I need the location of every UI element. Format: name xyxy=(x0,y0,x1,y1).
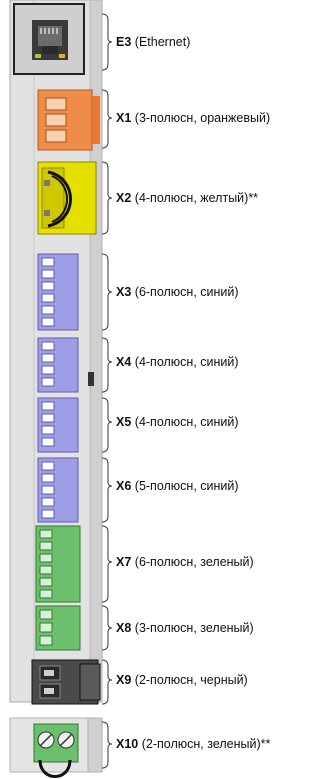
cable-loop-icon xyxy=(47,170,72,228)
bracket-X7 xyxy=(101,525,113,603)
callout-brackets xyxy=(101,13,113,769)
label-X10: X10 (2-полюсн, зеленый)** xyxy=(116,737,270,751)
connector-X2 xyxy=(37,161,97,235)
connector-X5 xyxy=(37,397,79,453)
bracket-E3 xyxy=(101,13,113,71)
label-X7: X7 (6-полюсн, зеленый) xyxy=(116,555,254,569)
label-X1: X1 (3-полюсн, оранжевый) xyxy=(116,111,270,125)
x7-block xyxy=(35,525,81,603)
label-X6: X6 (5-полюсн, синий) xyxy=(116,479,239,493)
bracket-X9 xyxy=(101,659,113,705)
bracket-X8 xyxy=(101,605,113,651)
rj45-port-icon xyxy=(32,20,68,60)
label-X3: X3 (6-полюсн, синий) xyxy=(116,285,239,299)
connector-X8 xyxy=(35,605,81,651)
label-X4: X4 (4-полюсн, синий) xyxy=(116,355,239,369)
label-X5: X5 (4-полюсн, синий) xyxy=(116,415,239,429)
x3-block xyxy=(37,253,79,331)
x10-cable-loop xyxy=(38,759,72,778)
connector-X9 xyxy=(31,659,101,705)
terminal-block-icon xyxy=(39,665,61,699)
screw-terminal-icon xyxy=(37,731,75,749)
label-X8: X8 (3-полюсн, зеленый) xyxy=(116,621,254,635)
bracket-X6 xyxy=(101,457,113,523)
connector-E3 xyxy=(13,3,85,75)
connector-X10 xyxy=(9,717,103,778)
bracket-X1 xyxy=(101,89,113,149)
bracket-X2 xyxy=(101,161,113,235)
bracket-X5 xyxy=(101,397,113,453)
label-E3: E3 (Ethernet) xyxy=(116,35,190,49)
bracket-X10 xyxy=(101,721,113,769)
connector-X7 xyxy=(35,525,81,603)
connector-X3 xyxy=(37,253,79,331)
side-latch xyxy=(88,372,94,386)
connector-X4 xyxy=(37,337,94,393)
bracket-X3 xyxy=(101,253,113,331)
label-X2: X2 (4-полюсн, желтый)** xyxy=(116,191,258,205)
bracket-X4 xyxy=(101,337,113,393)
connector-X1 xyxy=(37,89,100,151)
label-X9: X9 (2-полюсн, черный) xyxy=(116,673,248,687)
connector-X6 xyxy=(37,457,79,523)
